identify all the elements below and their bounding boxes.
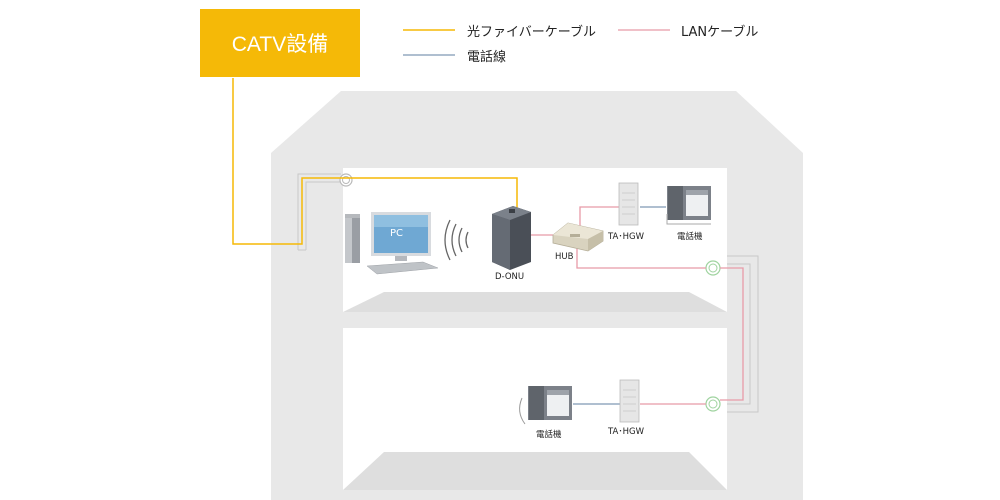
wall-outlet-lower-right xyxy=(705,396,721,412)
catv-facility-box: CATV設備 xyxy=(200,9,360,77)
hub-device xyxy=(552,222,604,252)
pc-monitor xyxy=(371,212,431,261)
tahgw-lower-device xyxy=(619,379,640,423)
onu-device xyxy=(492,206,531,270)
pc-label: PC xyxy=(390,228,404,239)
phone-lower-device xyxy=(519,386,572,425)
onu-label: D-ONU xyxy=(495,272,525,282)
tahgw-lower-label: TA･HGW xyxy=(608,427,644,437)
lan-cable-hub-outlet xyxy=(576,248,706,269)
right-wall-conduit xyxy=(727,255,759,413)
lower-floor-slab xyxy=(343,452,727,490)
phone-upper-label: 電話機 xyxy=(677,232,703,242)
phone-upper-device xyxy=(666,186,711,225)
left-wall-conduit xyxy=(297,173,341,251)
lan-cable-hub-tahgw-upper xyxy=(579,206,619,228)
fiber-optic-cable xyxy=(232,78,518,245)
tahgw-upper-label: TA･HGW xyxy=(608,232,644,242)
phone-lower-label: 電話機 xyxy=(536,430,562,440)
wall-outlet-upper-left xyxy=(339,173,353,187)
tahgw-upper-device xyxy=(618,182,639,226)
legend-label-fiber: 光ファイバーケーブル xyxy=(467,25,596,40)
pc-keyboard xyxy=(366,261,439,275)
lan-cable-inwall xyxy=(720,267,744,401)
wall-outlet-upper-right xyxy=(705,260,721,276)
legend-label-lan: LANケーブル xyxy=(681,25,759,40)
hub-label: HUB xyxy=(555,252,574,262)
catv-facility-label: CATV設備 xyxy=(231,33,329,56)
pc-tower xyxy=(345,214,360,263)
legend-label-phone: 電話線 xyxy=(467,50,507,65)
upper-floor-slab xyxy=(343,292,727,312)
wireless-signal-icon xyxy=(444,219,469,261)
